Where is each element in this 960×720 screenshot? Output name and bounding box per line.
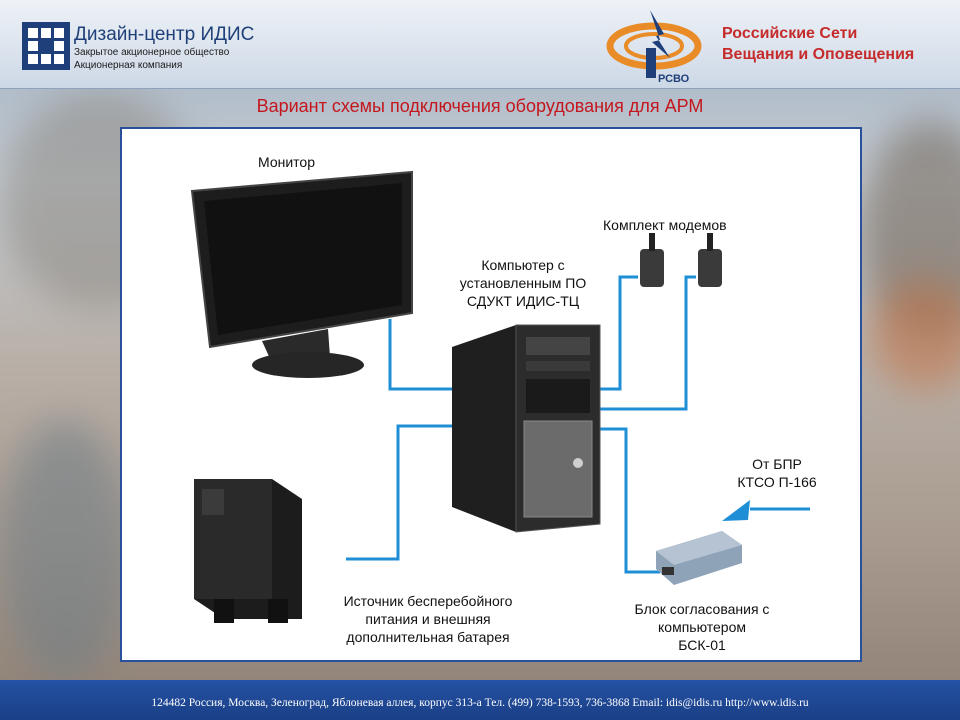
bsk-cable xyxy=(598,427,660,574)
rsvo-title-line1: Российские Сети xyxy=(722,25,858,42)
modem-cable-2 xyxy=(598,275,696,411)
ups-label-3: дополнительная батарея xyxy=(346,629,510,645)
computer-label-1: Компьютер с xyxy=(481,257,565,273)
bsk-device-icon xyxy=(656,531,742,585)
slide-title: Вариант схемы подключения оборудования д… xyxy=(256,96,704,116)
org-subtitle-2: Акционерная компания xyxy=(74,60,183,71)
monitor-label: Монитор xyxy=(258,154,315,170)
modem-icon-1 xyxy=(640,233,664,287)
diagram-panel: Монитор Комплект модемов Компьютер с уст… xyxy=(120,127,862,662)
computer-label-2: установленным ПО xyxy=(459,275,587,291)
modem-cable-1 xyxy=(598,275,638,391)
background-water xyxy=(0,420,130,680)
bsk-label-1: Блок согласования с xyxy=(634,601,770,617)
source-label-2: КТСО П-166 xyxy=(737,474,817,490)
rsvo-logo-icon: РСВО xyxy=(606,10,702,85)
monitor-cable xyxy=(388,319,456,391)
connection-lines xyxy=(346,275,810,574)
ups-label-2: питания и внешняя xyxy=(365,611,491,627)
org-subtitle-1: Закрытое акционерное общество xyxy=(74,47,230,58)
footer-bar: 124482 Россия, Москва, Зеленоград, Яблон… xyxy=(0,680,960,720)
connection-diagram xyxy=(190,170,810,623)
modems-label: Комплект модемов xyxy=(603,217,727,233)
footer-contacts: 124482 Россия, Москва, Зеленоград, Яблон… xyxy=(151,697,809,709)
monitor-icon xyxy=(190,170,413,378)
ups-cable xyxy=(346,424,456,561)
source-label-1: От БПР xyxy=(752,456,802,472)
bsk-label-2: компьютером xyxy=(658,619,746,635)
ups-icon xyxy=(194,479,302,623)
idis-logo-icon xyxy=(22,22,70,70)
ups-label-1: Источник бесперебойного xyxy=(343,593,513,609)
modem-icon-2 xyxy=(698,233,722,287)
computer-label-3: СДУКТ ИДИС-ТЦ xyxy=(466,293,580,309)
header-bar: Дизайн-центр ИДИС Закрытое акционерное о… xyxy=(0,0,960,89)
background-fire xyxy=(870,280,960,390)
bsk-label-3: БСК-01 xyxy=(678,637,726,653)
computer-tower-icon xyxy=(452,324,601,533)
source-arrow-icon xyxy=(722,500,750,521)
rsvo-mark: РСВО xyxy=(658,73,690,85)
org-name: Дизайн-центр ИДИС xyxy=(74,24,255,45)
rsvo-title-line2: Вещания и Оповещения xyxy=(722,46,915,63)
